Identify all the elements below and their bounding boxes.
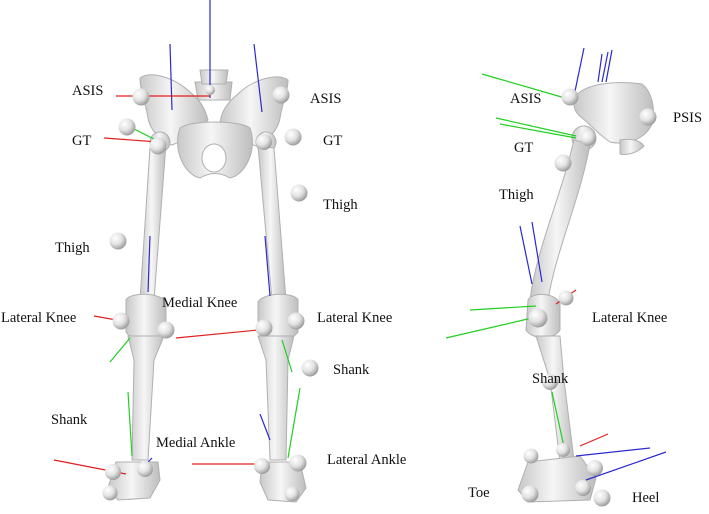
label-front-medial-ankle: Medial Ankle — [156, 435, 235, 451]
marker-front-thigh-left — [110, 233, 127, 250]
marker-front-sacrum — [205, 85, 215, 95]
side-view: ASIS PSIS GT Thigh Lateral Knee Shank To… — [446, 48, 702, 507]
label-front-medial-knee: Medial Knee — [162, 295, 237, 311]
marker-front-toe-left — [103, 486, 118, 501]
marker-side-heel — [594, 490, 611, 507]
label-front-asis-right: ASIS — [310, 91, 341, 107]
marker-front-medial-ankle-left — [137, 461, 153, 477]
marker-front-gt-left-lat — [119, 119, 136, 136]
label-front-asis-left: ASIS — [72, 83, 103, 99]
marker-side-asis — [562, 89, 579, 106]
label-front-lateral-ankle: Lateral Ankle — [327, 452, 406, 468]
front-view: ASIS ASIS GT GT Thigh Thigh Lateral Knee… — [1, 0, 406, 502]
marker-side-knee-front — [559, 291, 574, 306]
label-side-shank: Shank — [532, 371, 569, 387]
label-front-shank-left: Shank — [51, 412, 88, 428]
front-axes — [54, 0, 300, 474]
marker-side-gt — [580, 130, 596, 146]
marker-side-toe — [522, 486, 539, 503]
marker-front-lateral-ankle-left — [105, 464, 121, 480]
marker-side-ankle-upper — [556, 443, 570, 457]
marker-side-psis — [640, 109, 657, 126]
marker-front-gt-right — [285, 129, 302, 146]
label-front-gt-left: GT — [72, 133, 91, 149]
label-front-thigh-right: Thigh — [323, 197, 358, 213]
label-side-heel: Heel — [632, 490, 659, 506]
marker-front-gt-left — [150, 138, 167, 155]
marker-side-lateral-knee — [529, 309, 548, 328]
label-front-lateral-knee-left: Lateral Knee — [1, 310, 76, 326]
label-front-shank-right: Shank — [333, 362, 370, 378]
label-side-thigh: Thigh — [499, 187, 534, 203]
marker-side-heel-upper — [575, 480, 591, 496]
marker-front-asis-right — [273, 87, 290, 104]
label-side-gt: GT — [514, 140, 533, 156]
label-side-toe: Toe — [468, 485, 490, 501]
label-side-lateral-knee: Lateral Knee — [592, 310, 667, 326]
marker-front-gt-right-med — [256, 134, 272, 150]
marker-front-asis-left — [133, 89, 150, 106]
marker-front-medial-knee-right — [256, 320, 273, 337]
marker-side-medial-foot — [524, 449, 539, 464]
marker-front-lateral-knee-left — [113, 313, 130, 330]
marker-front-lateral-knee-right — [288, 313, 305, 330]
marker-front-lateral-ankle-right — [290, 455, 307, 472]
label-front-lateral-knee-right: Lateral Knee — [317, 310, 392, 326]
marker-front-shank-right — [302, 360, 319, 377]
marker-side-thigh — [555, 155, 572, 172]
marker-front-toe-right — [285, 487, 300, 502]
label-front-gt-right: GT — [323, 133, 342, 149]
marker-front-thigh-right — [291, 185, 308, 202]
label-front-thigh-left: Thigh — [55, 240, 90, 256]
label-side-asis: ASIS — [510, 91, 541, 107]
marker-side-ankle-lateral — [587, 460, 603, 476]
marker-front-medial-ankle-right — [254, 458, 270, 474]
marker-front-medial-knee-left — [158, 322, 175, 339]
label-side-psis: PSIS — [673, 110, 702, 126]
